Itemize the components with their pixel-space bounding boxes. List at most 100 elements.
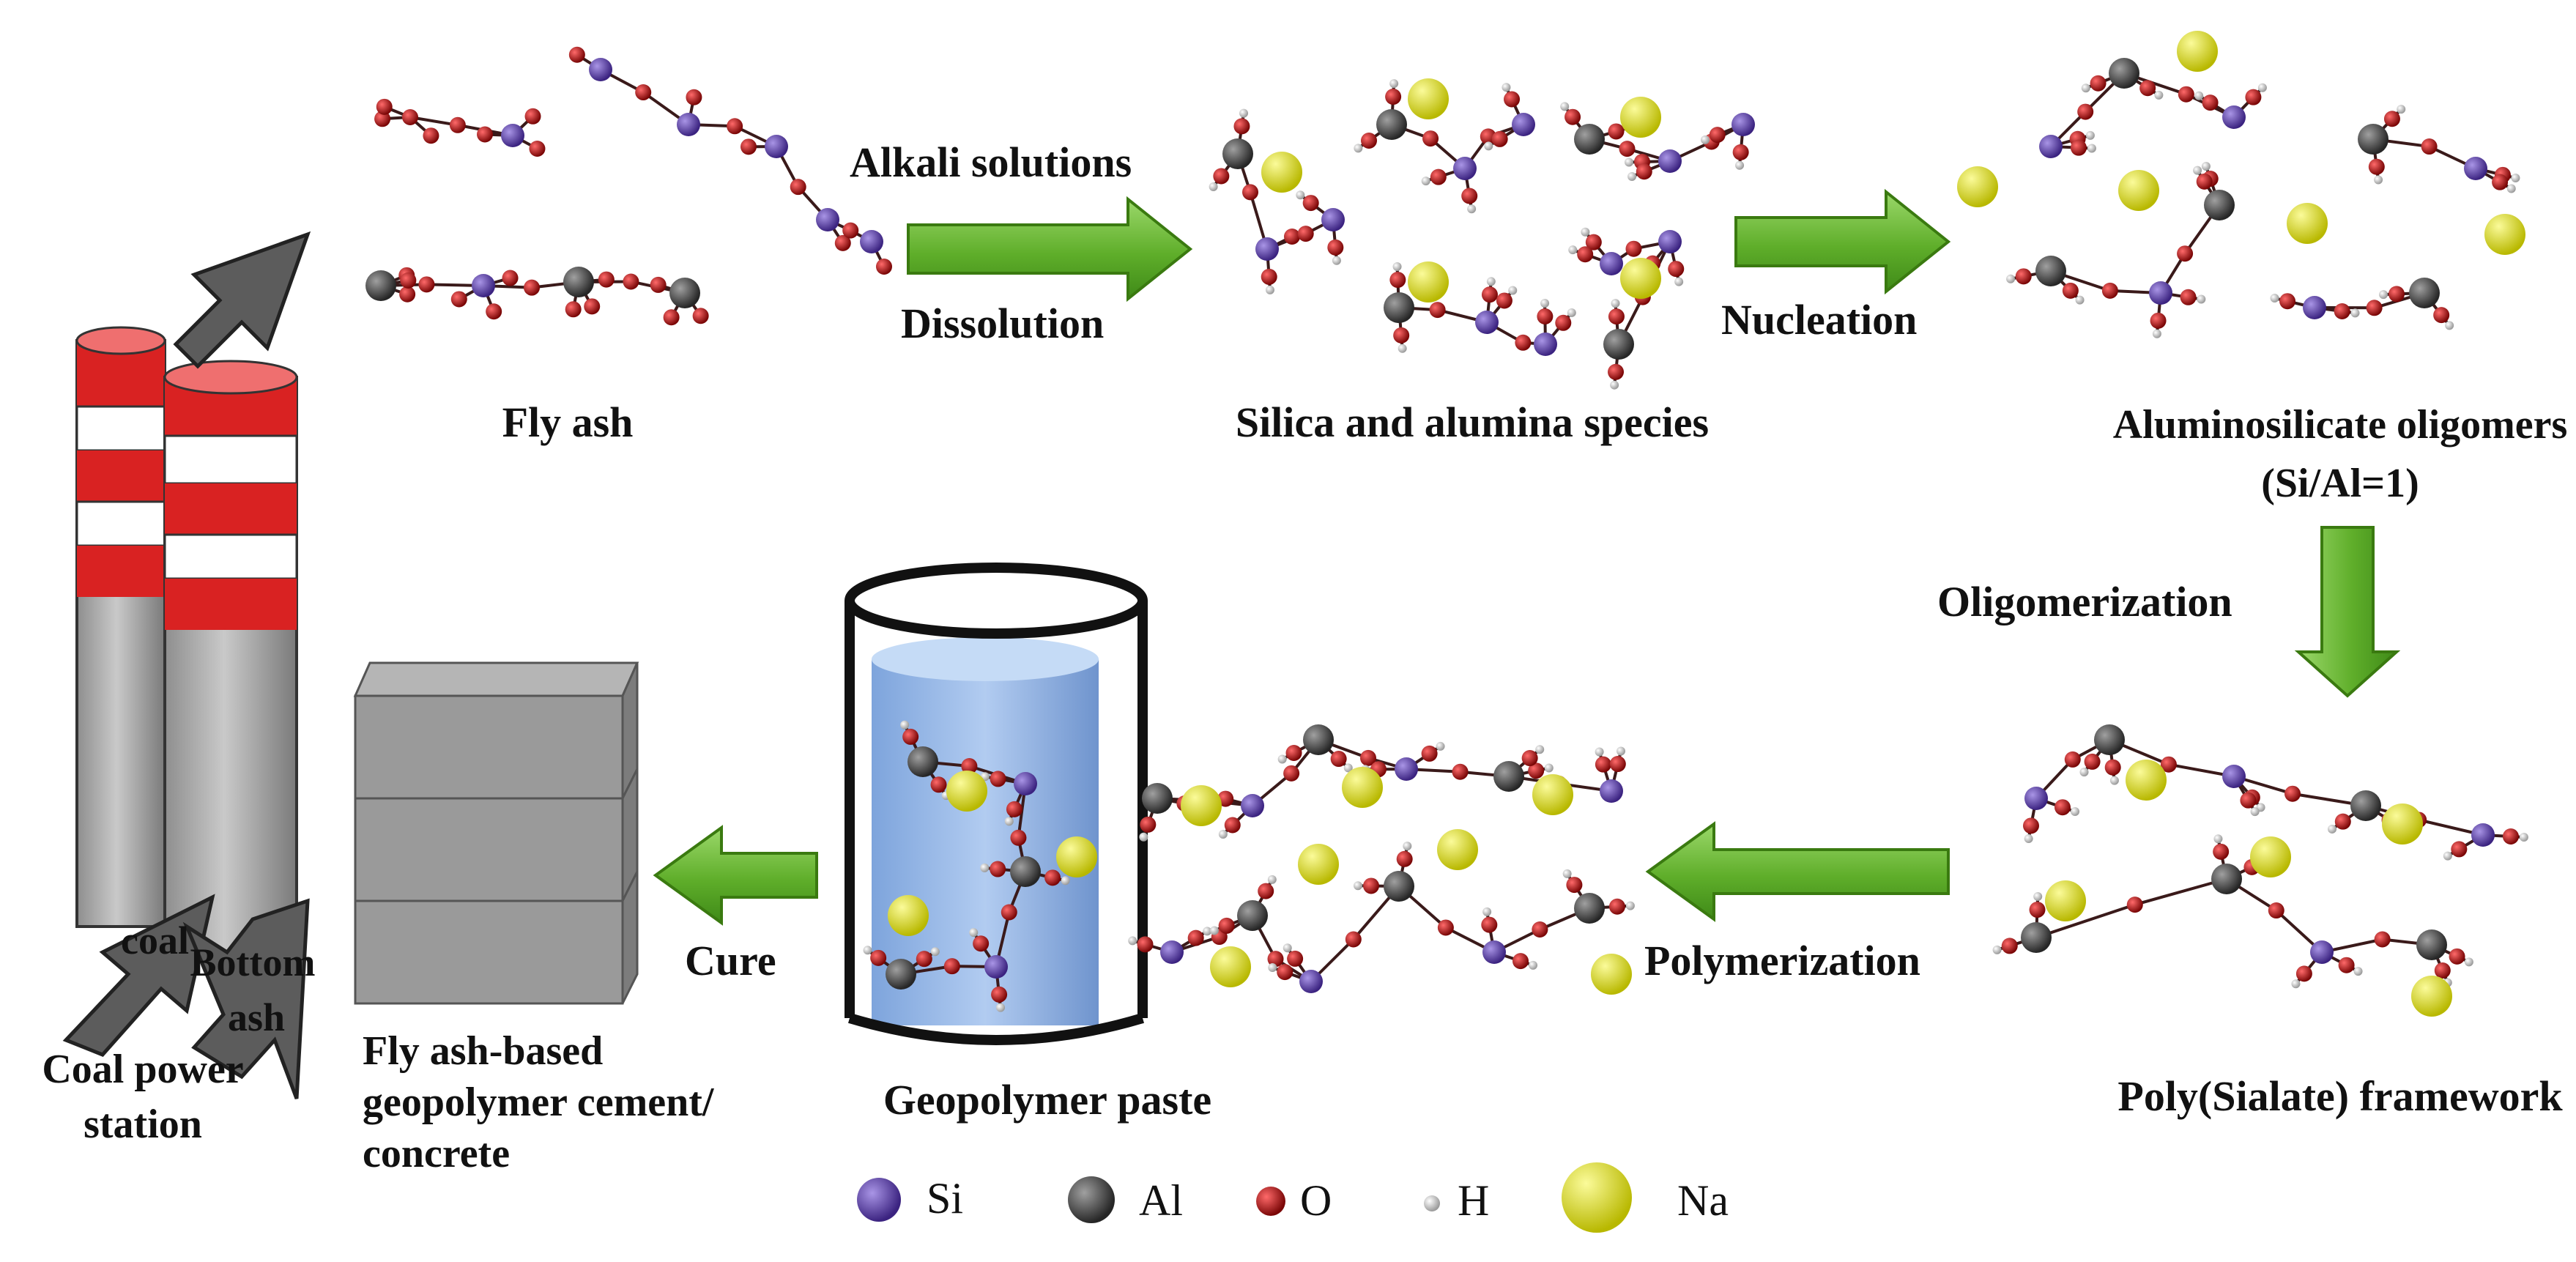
bottom-ash-label-line2: ash — [227, 995, 286, 1039]
atom-h — [2374, 175, 2383, 185]
atom-si — [2024, 787, 2048, 810]
atom-o — [2090, 75, 2107, 92]
atom-o — [402, 109, 418, 125]
atom-o — [1429, 302, 1446, 319]
molecule-structures — [365, 31, 2528, 1017]
atom-al — [2409, 278, 2440, 308]
atom-o — [1261, 268, 1277, 285]
atom-o — [1242, 184, 1259, 201]
cure-arrow — [653, 825, 818, 926]
atom-si — [2222, 105, 2246, 129]
coal-label: coal — [121, 918, 189, 962]
cement-label-line3: concrete — [363, 1131, 511, 1176]
atom-h — [1267, 875, 1277, 884]
atom-si — [1014, 772, 1037, 795]
atom-o — [1609, 756, 1626, 773]
atom-o — [1566, 877, 1583, 894]
atom-h — [2079, 768, 2089, 777]
atom-h — [1529, 960, 1538, 970]
atom-o — [598, 271, 615, 288]
atom-si — [1731, 113, 1755, 136]
atom-si — [1395, 757, 1418, 781]
legend-o-marker — [1256, 1187, 1285, 1216]
atom-al — [907, 746, 938, 777]
atom-h — [2071, 806, 2080, 816]
atom-o — [2177, 245, 2194, 262]
atom-h — [2397, 105, 2406, 114]
atom-al — [2094, 724, 2125, 755]
atom-o — [2295, 965, 2312, 982]
atom-h — [980, 863, 990, 872]
legend-al-label: Al — [1139, 1176, 1183, 1225]
atom-o — [2213, 843, 2230, 860]
atom-o — [2054, 799, 2071, 816]
atom-o — [1363, 877, 1380, 894]
atom-h — [2443, 851, 2452, 861]
atom-h — [1627, 171, 1637, 181]
atom-h — [1061, 876, 1070, 886]
atom-h — [2154, 90, 2164, 100]
atom-o — [740, 138, 757, 155]
atom-o — [399, 286, 416, 302]
geopolymer-paste-label: Geopolymer paste — [883, 1076, 1212, 1124]
atom-o — [623, 273, 639, 290]
atom-h — [863, 946, 872, 955]
legend-si-marker — [857, 1178, 901, 1222]
atom-h — [2250, 807, 2260, 817]
bottom-ash-output-arrow-icon — [182, 898, 310, 1099]
atom-na — [2177, 31, 2218, 72]
atom-o — [374, 111, 391, 127]
atom-o — [2160, 756, 2177, 773]
atom-si — [677, 113, 700, 136]
atom-o — [1218, 917, 1235, 934]
atom-h — [2270, 294, 2279, 303]
atom-al — [1603, 329, 1634, 360]
atom-o — [2374, 931, 2391, 948]
atom-o — [2366, 300, 2383, 316]
legend-h-label: H — [1458, 1176, 1490, 1225]
atom-h — [2087, 144, 2096, 153]
atom-h — [1343, 763, 1353, 773]
atom-si — [501, 124, 524, 147]
atom-o — [635, 84, 652, 101]
atom-na — [2484, 214, 2525, 255]
atom-o — [2502, 828, 2519, 845]
atom-h — [2353, 967, 2363, 976]
atom-h — [1484, 141, 1493, 151]
atom-h — [2201, 161, 2211, 171]
atom-o — [1267, 951, 1284, 968]
atom-o — [2492, 174, 2509, 190]
atom-o — [1285, 744, 1302, 761]
atom-h — [1268, 963, 1277, 973]
atom-al — [2350, 790, 2381, 821]
atom-o — [2196, 173, 2213, 190]
atom-o — [1302, 195, 1319, 212]
atom-h — [2024, 834, 2033, 844]
atom-h — [1482, 907, 1492, 916]
step-cure: Cure — [685, 937, 776, 984]
atom-h — [1595, 747, 1604, 757]
atom-o — [2388, 286, 2405, 302]
atom-o — [2101, 282, 2118, 299]
atom-h — [2291, 979, 2301, 989]
atom-h — [2081, 83, 2090, 93]
atom-o — [1481, 286, 1498, 303]
atom-o — [916, 951, 932, 968]
atom-o — [2451, 841, 2468, 858]
aluminosilicate-label-line2: (Si/Al=1) — [2261, 461, 2419, 506]
atom-si — [2303, 296, 2326, 319]
legend-h-marker — [1424, 1195, 1440, 1211]
atom-h — [1139, 832, 1148, 842]
atom-h — [1560, 102, 1570, 111]
atom-o — [529, 141, 546, 157]
atom-si — [2149, 281, 2172, 305]
atom-o — [1625, 240, 1642, 257]
atom-al — [2358, 124, 2388, 155]
atom-h — [1218, 830, 1228, 839]
atom-h — [1735, 160, 1745, 170]
atom-o — [1608, 363, 1625, 380]
atom-na — [1408, 261, 1449, 302]
atom-o — [1585, 234, 1602, 250]
atom-o — [1421, 745, 1438, 762]
